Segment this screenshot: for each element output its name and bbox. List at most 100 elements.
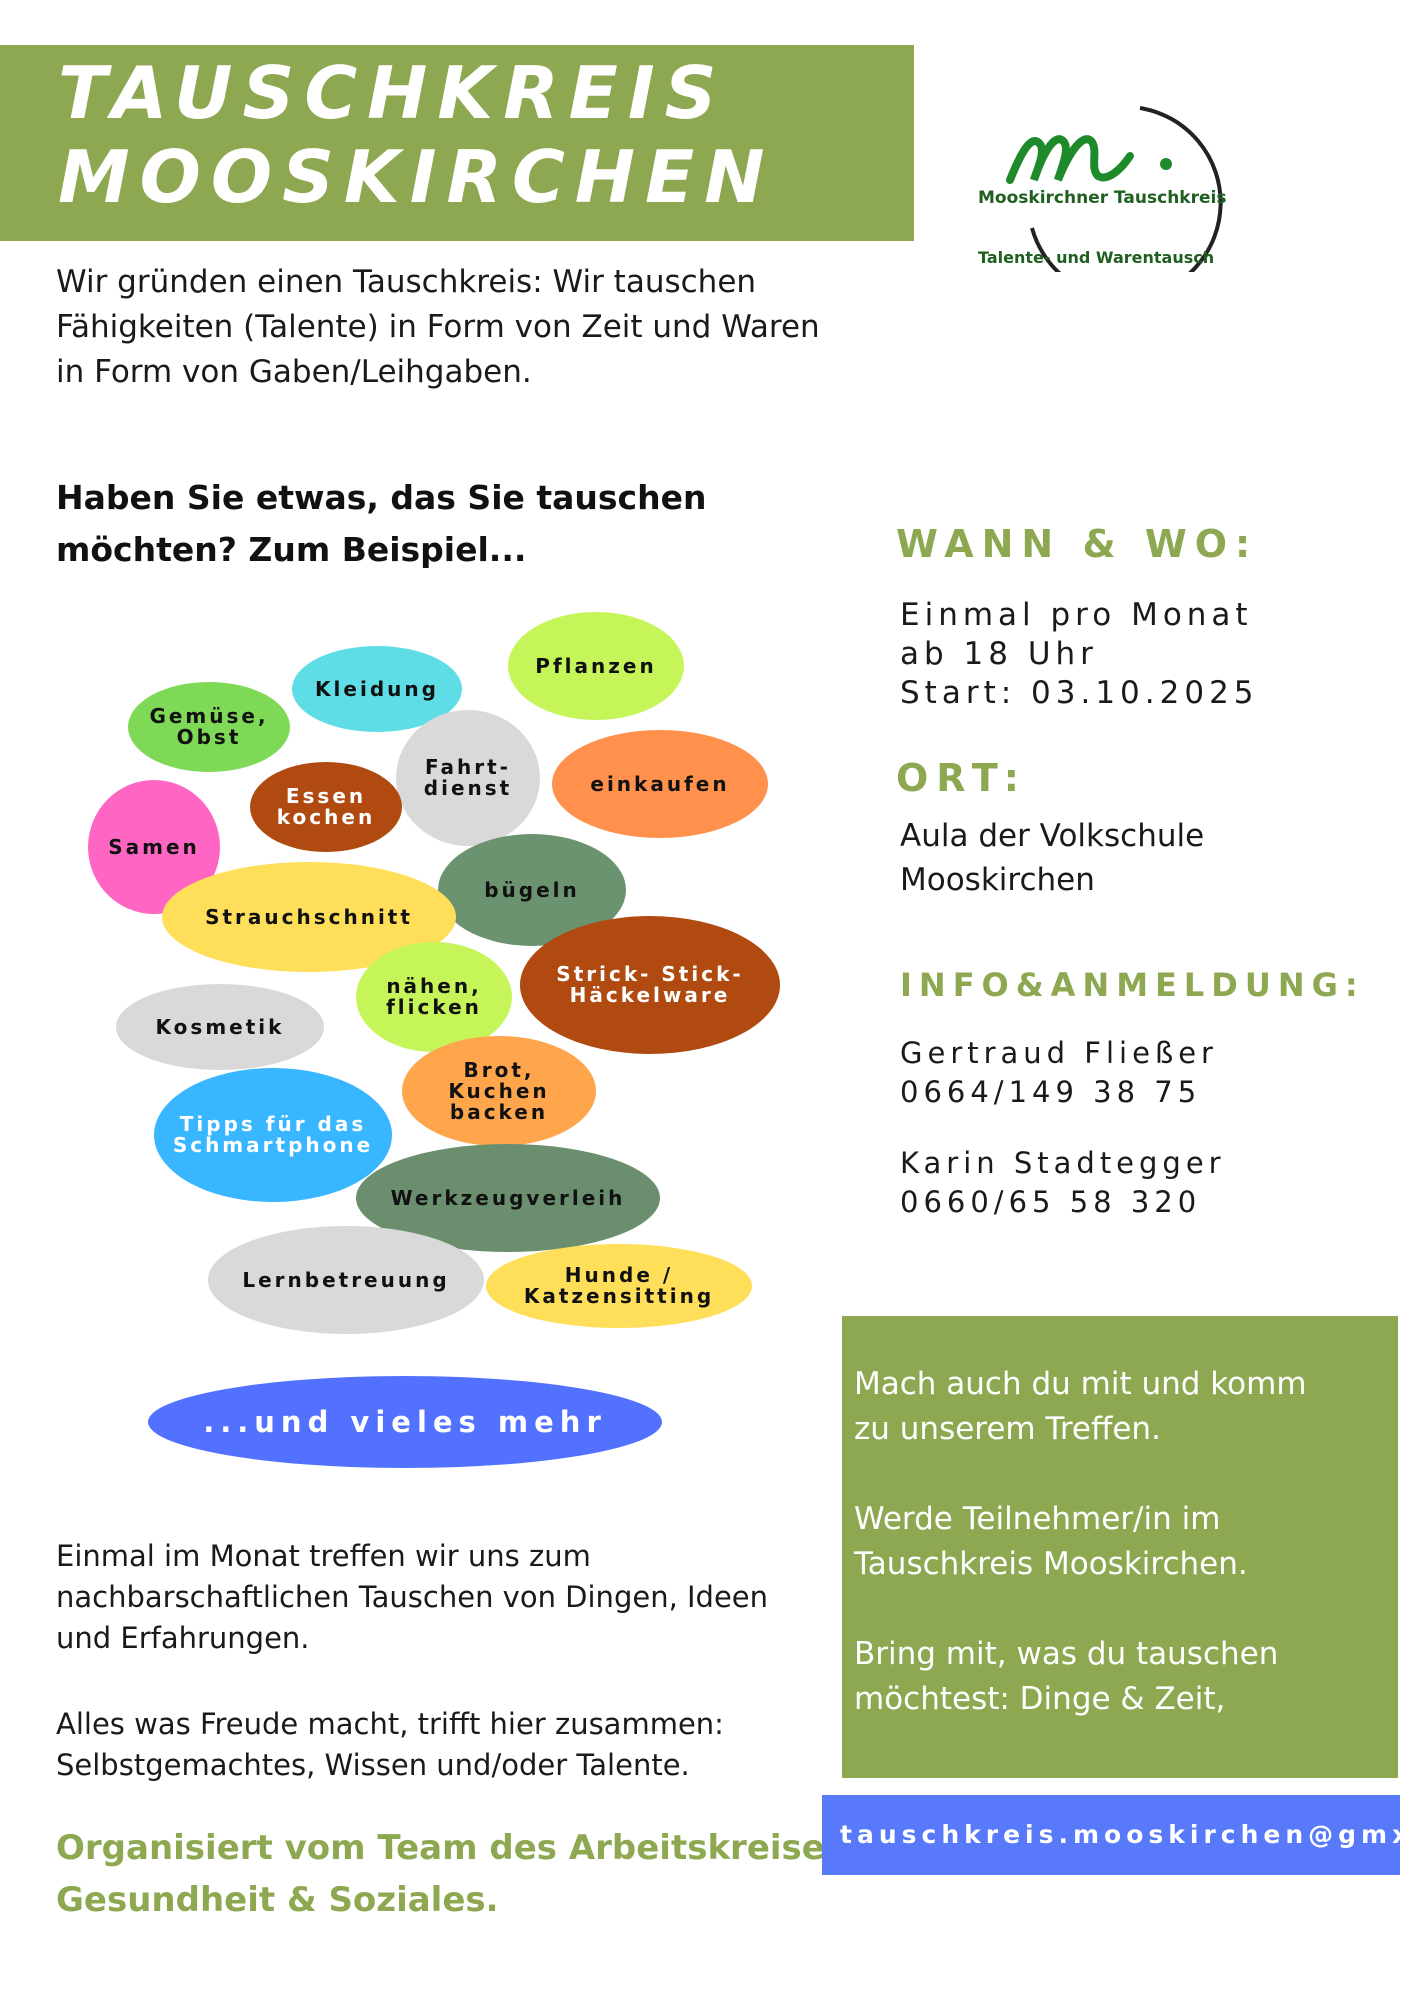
bubble-naehen-flicken: nähen,flicken xyxy=(356,942,512,1052)
bubble-label-line: Strick- Stick- xyxy=(556,962,744,986)
intro-line: Wir gründen einen Tauschkreis: Wir tausc… xyxy=(56,264,757,300)
description-line: Einmal im Monat treffen wir uns zum xyxy=(56,1539,591,1573)
bubble-label-line: nähen, xyxy=(386,974,482,998)
bubble-label-line: Samen xyxy=(108,834,200,859)
bubble-label-line: Pflanzen xyxy=(535,653,657,678)
bubble-label-line: Strauchschnitt xyxy=(205,904,413,929)
bubble-label: Strauchschnitt xyxy=(205,904,413,929)
contact-details: Gertraud Fließer 0664/149 38 75 Karin St… xyxy=(900,1034,1226,1222)
bubble-label-line: Kosmetik xyxy=(155,1014,285,1039)
contact-name: Karin Stadtegger xyxy=(900,1146,1226,1180)
bubble-label-line: Kuchen xyxy=(448,1078,550,1103)
logo: Mooskirchner Tauschkreis Talente- und Wa… xyxy=(970,72,1240,301)
bubble-label: Werkzeugverleih xyxy=(390,1185,626,1210)
callout-line: Mach auch du mit und komm xyxy=(854,1366,1307,1402)
bubble-label-line: dienst xyxy=(423,776,513,800)
bubble-label-line: Schmartphone xyxy=(172,1133,374,1157)
bubble-label: bügeln xyxy=(484,877,580,902)
bubble-label: Gemüse,Obst xyxy=(149,706,268,748)
intro-line: Fähigkeiten (Talente) in Form von Zeit u… xyxy=(56,309,820,345)
question-heading: Haben Sie etwas, das Sie tauschen möchte… xyxy=(56,472,776,576)
when-where-details: Einmal pro Monat ab 18 Uhr Start: 03.10.… xyxy=(900,596,1259,713)
place-line: Mooskirchen xyxy=(900,862,1095,898)
contact-name: Gertraud Fließer xyxy=(900,1036,1218,1070)
logo-tagline: Talente- und Warentausch xyxy=(978,248,1215,267)
callout-line: Tauschkreis Mooskirchen. xyxy=(854,1546,1248,1582)
description-line: nachbarschaftlichen Tauschen von Dingen,… xyxy=(56,1580,769,1614)
schedule-line: Einmal pro Monat xyxy=(900,597,1253,633)
question-line: möchten? Zum Beispiel... xyxy=(56,530,527,569)
logo-mark-icon xyxy=(1006,106,1223,301)
bubble-label-line: flicken xyxy=(386,995,482,1019)
intro-text: Wir gründen einen Tauschkreis: Wir tausc… xyxy=(56,260,856,395)
bubble-label: Samen xyxy=(108,834,200,859)
title-line-2: MOOSKIRCHEN xyxy=(58,135,775,219)
contact-phone: 0660/65 58 320 xyxy=(900,1185,1202,1219)
bubble-label: einkaufen xyxy=(590,773,729,795)
bubble-label-line: Gemüse, xyxy=(149,704,269,728)
title-line-1: TAUSCHKREIS xyxy=(58,51,727,135)
callout-line: zu unserem Treffen. xyxy=(854,1411,1161,1447)
email-banner[interactable]: tauschkreis.mooskirchen@gmx.at xyxy=(822,1795,1400,1875)
callout-line: Bring mit, was du tauschen xyxy=(854,1636,1279,1672)
bubble-label-line: bügeln xyxy=(484,877,580,902)
joy-description: Alles was Freude macht, trifft hier zusa… xyxy=(56,1704,816,1786)
bubble-label-line: Obst xyxy=(176,725,242,749)
place-heading: ORT: xyxy=(896,756,1027,800)
callout-line: möchtest: Dinge & Zeit, xyxy=(854,1681,1226,1717)
examples-bubble-cluster: Pflanzen Kleidung Gemüse,Obst Fahrt-dien… xyxy=(0,600,800,1480)
bubble-label: Fahrt-dienst xyxy=(424,757,512,799)
description-line: und Erfahrungen. xyxy=(56,1621,310,1655)
start-date: Start: 03.10.2025 xyxy=(900,675,1259,711)
intro-line: in Form von Gaben/Leihgaben. xyxy=(56,354,532,390)
bubble-lernbetreuung: Lernbetreuung xyxy=(208,1226,484,1334)
contact-phone: 0664/149 38 75 xyxy=(900,1075,1202,1109)
bubble-label-line: Kleidung xyxy=(315,676,439,701)
bubble-label-line: Essen xyxy=(285,784,367,808)
info-heading: INFO&ANMELDUNG: xyxy=(900,966,1365,1004)
description-line: Alles was Freude macht, trifft hier zusa… xyxy=(56,1707,724,1741)
bubble-label: Kleidung xyxy=(315,676,439,701)
bubble-label: Pflanzen xyxy=(535,653,657,678)
bubble-label-line: Lernbetreuung xyxy=(242,1267,450,1292)
bubble-einkaufen: einkaufen xyxy=(552,730,768,838)
bubble-label-line: backen xyxy=(449,1099,549,1124)
bubble-label: Lernbetreuung xyxy=(242,1267,450,1292)
bubble-label-line: Werkzeugverleih xyxy=(390,1185,626,1210)
bubble-hunde-katzen: Hunde /Katzensitting xyxy=(486,1244,752,1328)
bubble-label-line: Tipps für das xyxy=(179,1112,367,1136)
bubble-fahrtdienst: Fahrt-dienst xyxy=(396,710,540,846)
bubble-label-line: Häckelware xyxy=(569,983,731,1007)
bubble-label-line: Fahrt- xyxy=(425,755,511,779)
when-where-heading: WANN & WO: xyxy=(896,522,1259,566)
bubble-label: nähen,flicken xyxy=(386,976,482,1018)
organizer-line: Organisiert vom Team des Arbeitskreises xyxy=(56,1828,846,1868)
organizer-line: Gesundheit & Soziales. xyxy=(56,1880,499,1920)
place-line: Aula der Volkschule xyxy=(900,818,1205,854)
bubble-samen: Samen xyxy=(88,780,220,914)
callout-line: Werde Teilnehmer/in im xyxy=(854,1501,1221,1537)
bubble-gemuese-obst: Gemüse,Obst xyxy=(128,682,290,772)
bubble-label-line: kochen xyxy=(276,805,376,829)
bubble-kleidung: Kleidung xyxy=(292,646,462,732)
organizer-note: Organisiert vom Team des Arbeitskreises … xyxy=(56,1822,846,1926)
bubble-werkzeugverleih: Werkzeugverleih xyxy=(356,1144,660,1252)
bubble-strick-stick: Strick- Stick-Häckelware xyxy=(520,916,780,1054)
description-line: Selbstgemachtes, Wissen und/oder Talente… xyxy=(56,1748,690,1782)
email-link[interactable]: tauschkreis.mooskirchen@gmx.at xyxy=(840,1820,1400,1849)
title-banner: TAUSCHKREIS MOOSKIRCHEN xyxy=(0,45,914,241)
logo-name: Mooskirchner Tauschkreis xyxy=(978,188,1227,208)
bubble-label-line: Hunde / xyxy=(564,1263,674,1287)
invitation-callout: Mach auch du mit und komm zu unserem Tre… xyxy=(842,1316,1398,1778)
bubble-und-vieles-mehr: ...und vieles mehr xyxy=(148,1376,662,1468)
bubble-label-line: ...und vieles mehr xyxy=(203,1404,607,1439)
question-line: Haben Sie etwas, das Sie tauschen xyxy=(56,478,707,517)
bubble-label-line: Katzensitting xyxy=(523,1284,715,1308)
bubble-kosmetik: Kosmetik xyxy=(116,984,324,1070)
